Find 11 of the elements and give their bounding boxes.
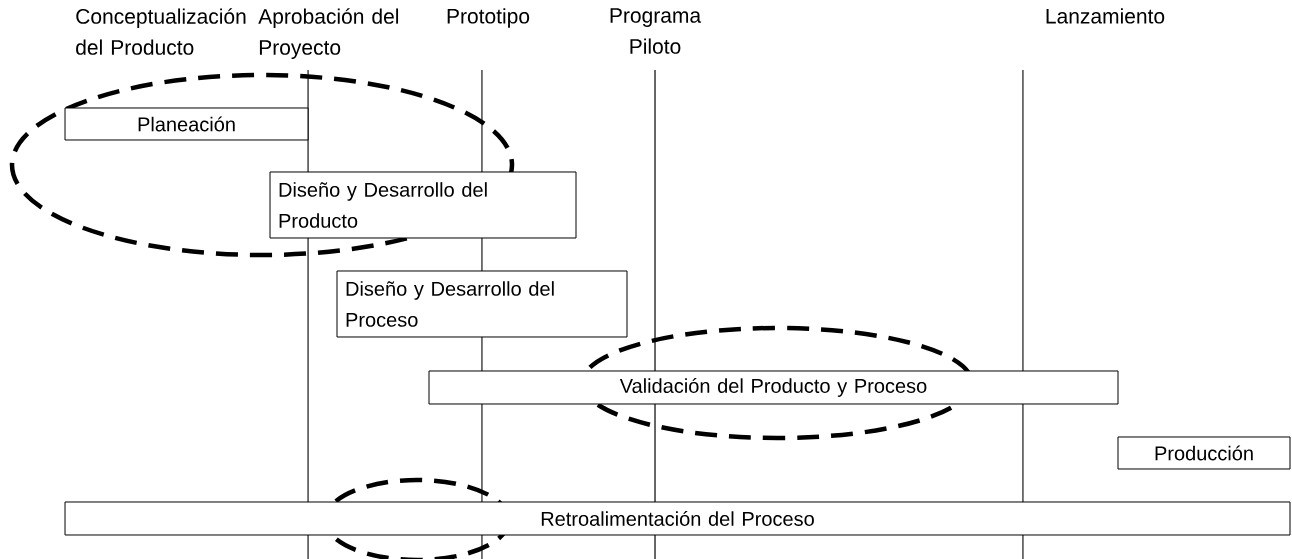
phase-box: Validación del Producto y Proceso	[428, 370, 1119, 405]
milestone-label: Aprobación del Proyecto	[258, 8, 399, 59]
milestone-label: Prototipo	[447, 8, 530, 28]
milestone-label: Conceptualización del Producto	[76, 8, 246, 55]
phase-box: Diseño y Desarrollo del Producto	[269, 171, 577, 239]
phase-box: Diseño y Desarrollo del Proceso	[336, 270, 628, 338]
phase-box: Planeación	[64, 107, 309, 141]
phase-box: Retroalimentación del Proceso	[64, 501, 1291, 536]
milestone-label: Lanzamiento	[1046, 8, 1165, 24]
phase-box: Producción	[1117, 436, 1291, 470]
milestone-label: Programa Piloto	[610, 8, 702, 54]
